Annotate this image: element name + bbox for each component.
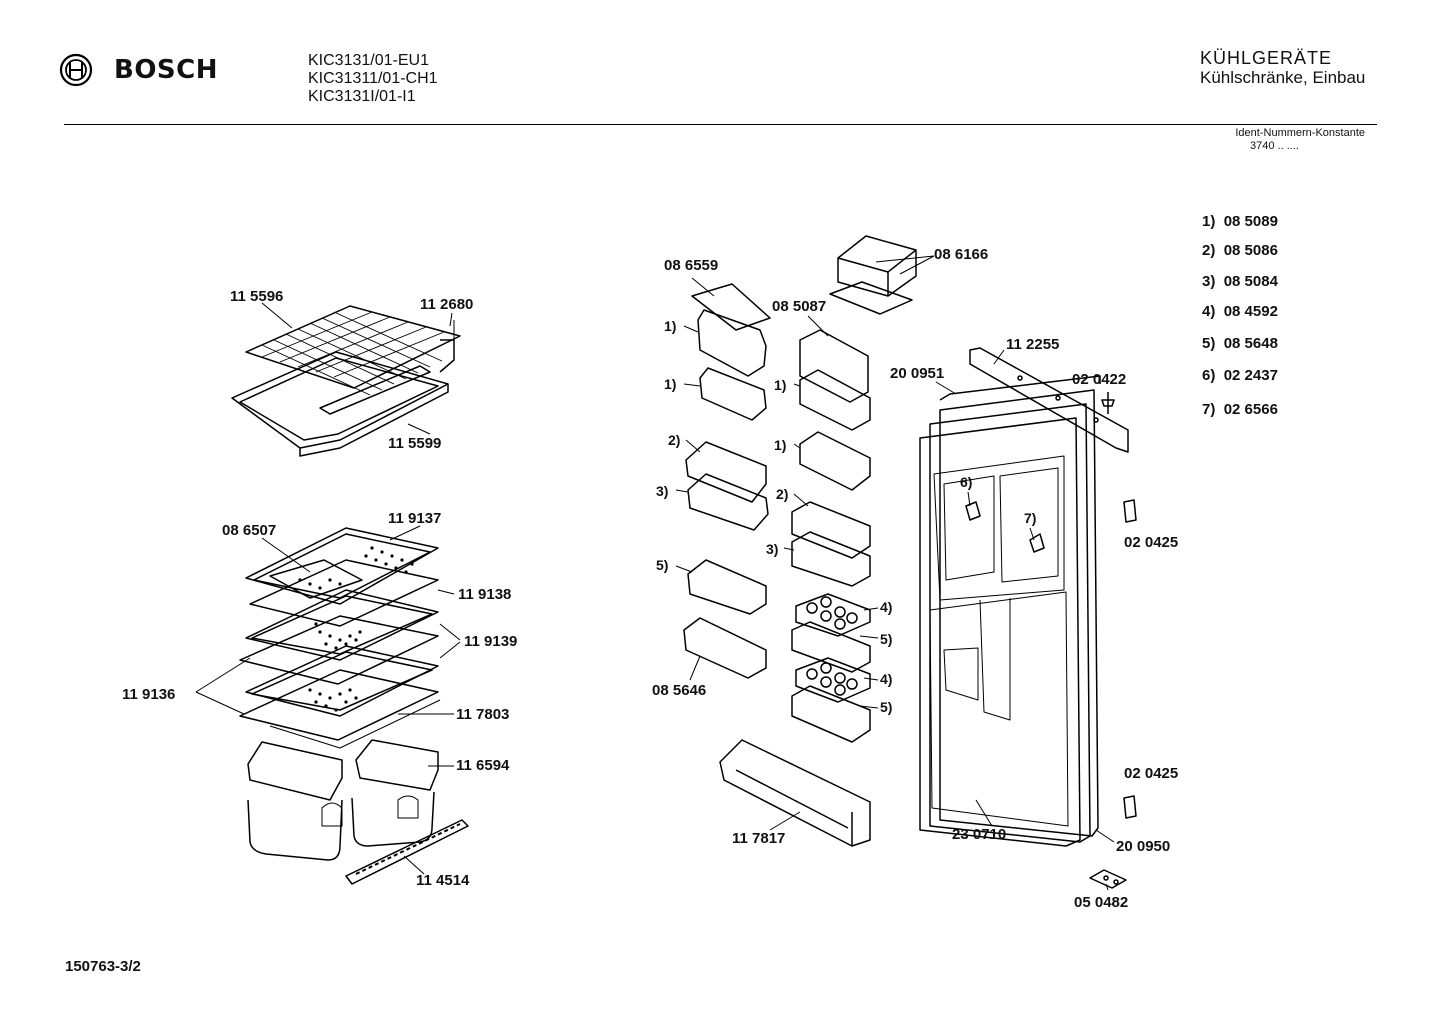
legend-item: 5) 08 5648 bbox=[1202, 335, 1278, 352]
brand-header: BOSCH bbox=[58, 52, 218, 88]
part-label: 11 9139 bbox=[464, 633, 518, 650]
egg-trays bbox=[807, 597, 857, 695]
part-label: 05 0482 bbox=[1074, 894, 1129, 911]
brand-name: BOSCH bbox=[114, 55, 218, 85]
part-label: 11 4514 bbox=[416, 872, 470, 889]
bottle-rack bbox=[720, 740, 870, 846]
part-label: 20 0951 bbox=[890, 365, 945, 382]
leader-lines bbox=[196, 256, 1114, 890]
model-number-1: KIC3131/01-EU1 bbox=[308, 52, 429, 69]
rail-strip bbox=[346, 820, 468, 884]
part-label: 11 9138 bbox=[458, 586, 512, 603]
legend-item: 2) 08 5086 bbox=[1202, 242, 1278, 259]
legend-item: 1) 08 5089 bbox=[1202, 213, 1278, 230]
part-label: 11 9137 bbox=[388, 510, 442, 527]
part-label: 11 9136 bbox=[122, 686, 176, 703]
part-label: 11 5596 bbox=[230, 288, 284, 305]
perforation-pattern bbox=[298, 546, 414, 712]
legend-item: 3) 08 5084 bbox=[1202, 273, 1278, 290]
ident-label: Ident-Nummern-Konstante bbox=[1235, 127, 1365, 139]
part-label: 08 5087 bbox=[772, 298, 827, 315]
part-label: 20 0950 bbox=[1116, 838, 1171, 855]
butter-lid bbox=[830, 236, 916, 314]
header-rule bbox=[64, 124, 1377, 125]
part-label: 02 0425 bbox=[1124, 534, 1179, 551]
cover-plate-stack bbox=[240, 528, 440, 748]
ident-value: 3740 .. .... bbox=[1250, 140, 1299, 152]
legend-item: 6) 02 2437 bbox=[1202, 367, 1278, 384]
part-label: 23 0710 bbox=[952, 826, 1007, 843]
part-label: 11 7817 bbox=[732, 830, 786, 847]
callout-key: 2) bbox=[668, 432, 681, 448]
model-number-3: KIC3131I/01-I1 bbox=[308, 88, 416, 105]
door-handles bbox=[966, 502, 1044, 552]
part-label: 11 6594 bbox=[456, 757, 510, 774]
category-title: KÜHLGERÄTE bbox=[1200, 48, 1333, 68]
category-subtitle: Kühlschränke, Einbau bbox=[1200, 68, 1366, 87]
part-label: 08 5646 bbox=[652, 682, 707, 699]
callout-key: 6) bbox=[960, 474, 973, 490]
bosch-armature-icon bbox=[59, 53, 93, 87]
lower-hinge bbox=[1090, 870, 1126, 888]
legend-item: 7) 02 6566 bbox=[1202, 401, 1278, 418]
part-label: 11 5599 bbox=[388, 435, 442, 452]
wire-shelf bbox=[246, 306, 460, 395]
door-bins-left bbox=[684, 284, 770, 678]
part-label: 08 6507 bbox=[222, 522, 277, 539]
shelf-frame bbox=[232, 320, 454, 456]
callout-key: 1) bbox=[664, 318, 677, 334]
callout-key: 4) bbox=[880, 671, 893, 687]
callout-key: 5) bbox=[880, 631, 893, 647]
callout-key: 1) bbox=[664, 376, 677, 392]
callout-key: 3) bbox=[656, 483, 669, 499]
crisper-drawers bbox=[248, 740, 438, 860]
part-label: 02 0422 bbox=[1072, 371, 1127, 388]
callout-key: 7) bbox=[1024, 510, 1037, 526]
callout-key: 1) bbox=[774, 437, 787, 453]
part-label: 08 6559 bbox=[664, 257, 719, 274]
part-label: 08 6166 bbox=[934, 246, 989, 263]
part-label: 11 7803 bbox=[456, 706, 510, 723]
document-number: 150763-3/2 bbox=[65, 958, 141, 975]
part-label: 11 2680 bbox=[420, 296, 474, 313]
callout-key: 4) bbox=[880, 599, 893, 615]
callout-key: 1) bbox=[774, 377, 787, 393]
screw bbox=[1102, 392, 1114, 414]
callout-key: 5) bbox=[656, 557, 669, 573]
callout-key: 2) bbox=[776, 486, 789, 502]
model-number-2: KIC31311/01-CH1 bbox=[308, 70, 438, 87]
part-label: 02 0425 bbox=[1124, 765, 1179, 782]
door-brackets bbox=[1124, 500, 1136, 818]
legend-item: 4) 08 4592 bbox=[1202, 303, 1278, 320]
callout-key: 5) bbox=[880, 699, 893, 715]
callout-key: 3) bbox=[766, 541, 779, 557]
door-assembly bbox=[920, 376, 1100, 846]
part-label: 11 2255 bbox=[1006, 336, 1060, 353]
door-bins-middle bbox=[792, 330, 870, 742]
hinge-bar bbox=[970, 348, 1128, 452]
